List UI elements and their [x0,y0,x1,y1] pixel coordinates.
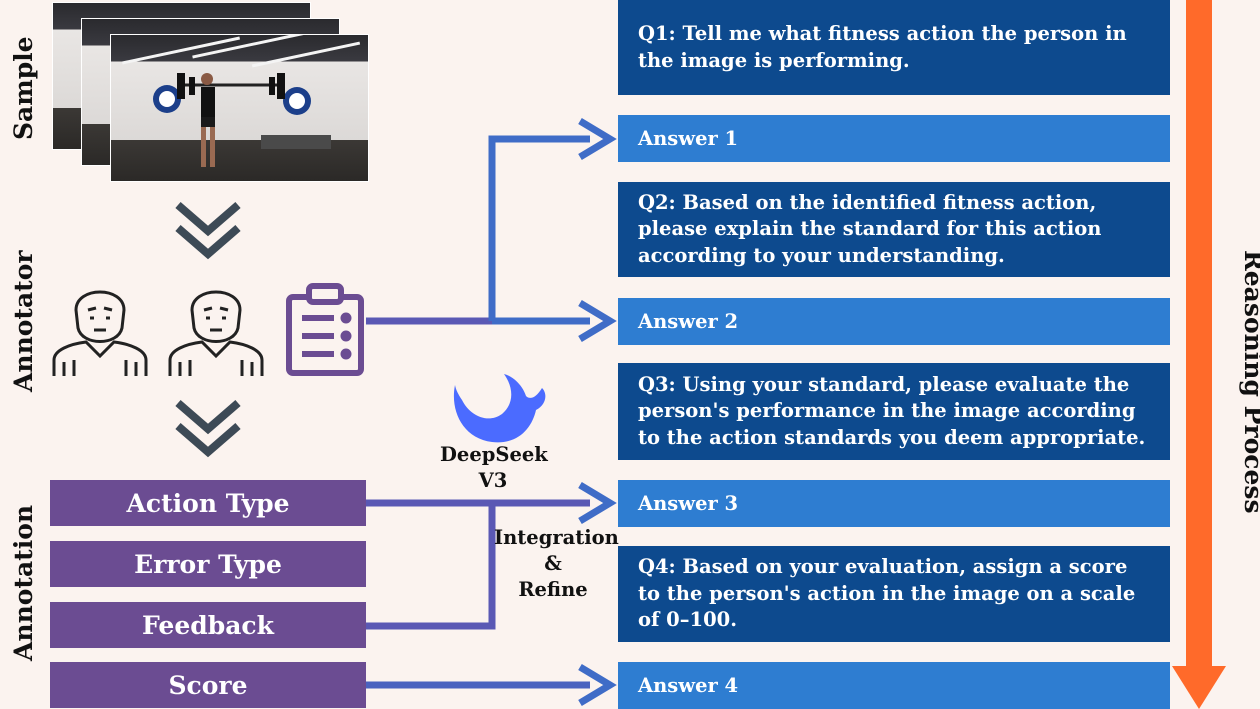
clipboard-icon [286,283,364,376]
arrow-head-3 [578,481,617,525]
arrow-head-2 [578,299,617,343]
arrow-head-1 [578,117,617,161]
model-name: DeepSeek [440,443,548,466]
sample-photo-front [110,34,369,182]
process-label-line1: Integration [494,526,619,549]
referee-icon [52,290,148,376]
question-1: Q1: Tell me what fitness action the pers… [618,0,1170,95]
referee-icon-2 [168,290,264,376]
question-2: Q2: Based on the identified fitness acti… [618,182,1170,277]
answer-4: Answer 4 [618,662,1170,709]
question-4: Q4: Based on your evaluation, assign a s… [618,546,1170,642]
answer-2: Answer 2 [618,298,1170,345]
chevron-down-icon [175,201,241,458]
annotation-score: Score [50,662,366,708]
question-3: Q3: Using your standard, please evaluate… [618,363,1170,460]
answer-1: Answer 1 [618,115,1170,162]
model-version: V3 [478,469,508,492]
process-label-line3: Refine [518,578,588,601]
reasoning-arrow [1172,0,1226,709]
annotation-error-type: Error Type [50,541,366,587]
annotation-action-type: Action Type [50,480,366,526]
answer-3: Answer 3 [618,480,1170,527]
annotation-feedback: Feedback [50,602,366,648]
process-label-line2: & [544,552,562,575]
deepseek-whale-icon [453,374,546,443]
arrow-head-4 [578,663,617,707]
